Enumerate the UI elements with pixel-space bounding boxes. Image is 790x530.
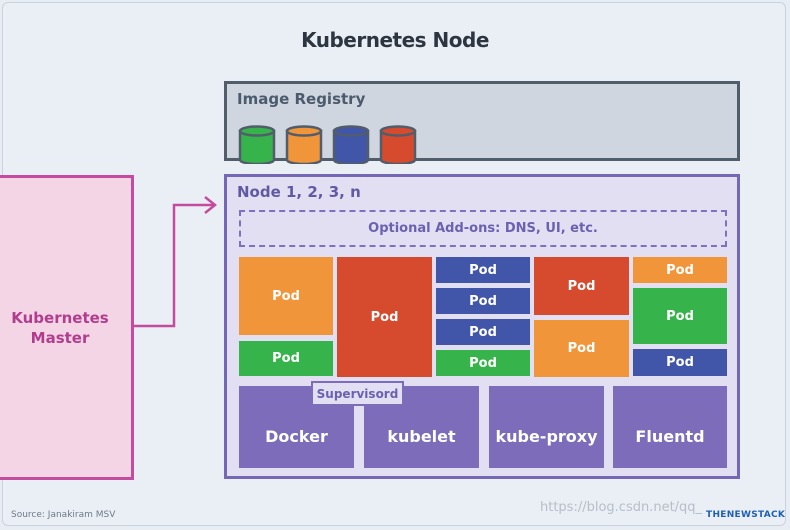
pod-box: Pod (239, 257, 333, 335)
node-box: Node 1, 2, 3, n Optional Add-ons: DNS, U… (224, 174, 740, 479)
pod-box: Pod (436, 319, 530, 345)
node-label: Node 1, 2, 3, n (237, 183, 361, 201)
pod-box: Pod (534, 257, 629, 315)
image-registry-label: Image Registry (237, 90, 366, 108)
pod-box: Pod (436, 288, 530, 314)
pod-box: Pod (239, 341, 333, 376)
pod-box: Pod (633, 288, 727, 344)
pod-box: Pod (337, 257, 432, 377)
image-cylinder-red (379, 124, 417, 164)
pod-box: Pod (633, 349, 727, 376)
optional-addons-box: Optional Add-ons: DNS, UI, etc. (239, 210, 727, 247)
diagram-title: Kubernetes Node (301, 28, 489, 52)
source-caption: Source: Janakiram MSV (11, 510, 116, 520)
master-to-node-arrow-icon (134, 196, 218, 328)
watermark-text: https://blog.csdn.net/qq_ (540, 500, 703, 515)
image-registry-box: Image Registry (224, 81, 740, 164)
image-cylinder-blue (332, 124, 370, 164)
pod-box: Pod (436, 257, 530, 283)
pod-box: Pod (633, 257, 727, 283)
service-fluentd: Fluentd (613, 386, 727, 468)
supervisord-label: Supervisord (311, 381, 404, 406)
image-cylinder-orange (285, 124, 323, 164)
pod-box: Pod (436, 350, 530, 376)
pod-box: Pod (534, 320, 629, 377)
newstack-logo: THENEWSTACK (706, 510, 786, 520)
service-kube-proxy: kube-proxy (489, 386, 604, 468)
image-cylinder-green (238, 124, 276, 164)
